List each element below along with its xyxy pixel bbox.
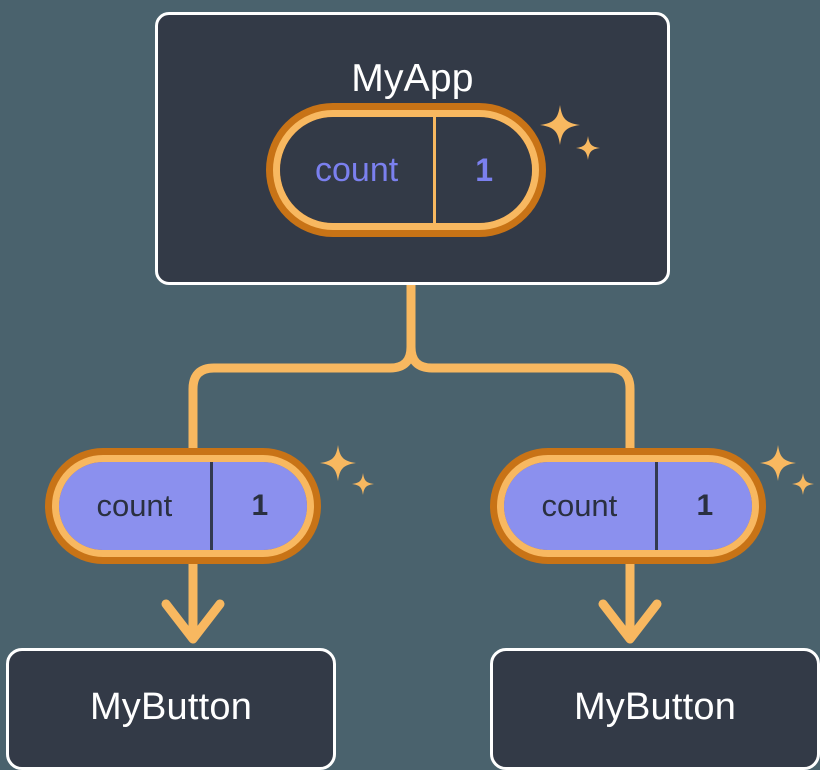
state-pill-myapp[interactable]: count 1 xyxy=(273,110,539,230)
connector-trunk xyxy=(188,280,416,457)
state-pill-child-left[interactable]: count 1 xyxy=(52,455,314,557)
connector-branch-right xyxy=(406,342,635,457)
component-title-mybutton: MyButton xyxy=(89,686,253,728)
arrow-right-to-mybutton xyxy=(598,560,662,644)
state-value-label: 1 xyxy=(475,151,494,188)
state-value-label: 1 xyxy=(696,489,714,522)
state-value-label: 1 xyxy=(251,489,269,522)
component-title-mybutton: MyButton xyxy=(573,686,737,728)
state-pill-inner: count 1 xyxy=(280,117,532,223)
state-name-label: count xyxy=(280,117,437,223)
state-name-label: count xyxy=(504,462,658,550)
arrow-left-to-mybutton xyxy=(161,560,225,644)
state-name-label: count xyxy=(59,462,213,550)
state-pill-inner: count 1 xyxy=(59,462,307,550)
state-pill-child-right[interactable]: count 1 xyxy=(497,455,759,557)
component-node-mybutton-right[interactable]: MyButton xyxy=(490,648,820,770)
component-node-mybutton-left[interactable]: MyButton xyxy=(6,648,336,770)
state-pill-inner: count 1 xyxy=(504,462,752,550)
component-title-myapp: MyApp xyxy=(351,57,474,100)
